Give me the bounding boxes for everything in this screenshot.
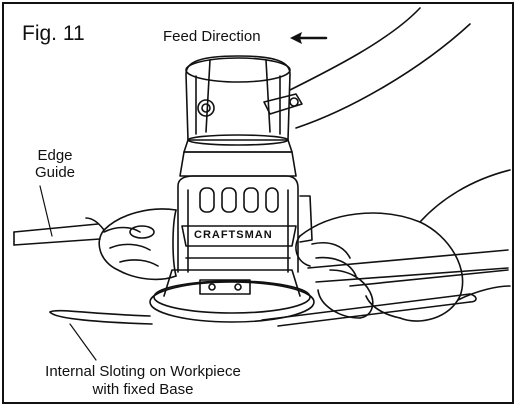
router-housing [177,175,313,273]
router-collar [179,134,297,177]
left-arrow-icon [290,32,328,44]
slot-leader [69,323,97,361]
slot-label-line2: with fixed Base [92,381,194,398]
left-hand [85,208,177,281]
edge-guide-leader [39,185,53,237]
right-hand [289,7,511,322]
edge-guide-label-line2: Guide [34,164,76,182]
feed-direction-label: Feed Direction [163,28,261,45]
workpiece [13,223,509,287]
router-motor [185,55,303,141]
brand-plate: CRAFTSMAN [194,229,273,241]
figure-title: Fig. 11 [22,22,85,45]
router-base [149,269,315,323]
slot-label-line1: Internal Sloting on Workpiece [45,363,241,380]
figure-border [2,2,514,404]
slot-label: Internal Sloting on Workpiece with fixed… [18,363,268,399]
edge-guide-label-line1: Edge [37,147,73,164]
edge-guide-label: Edge Guide [15,147,95,182]
